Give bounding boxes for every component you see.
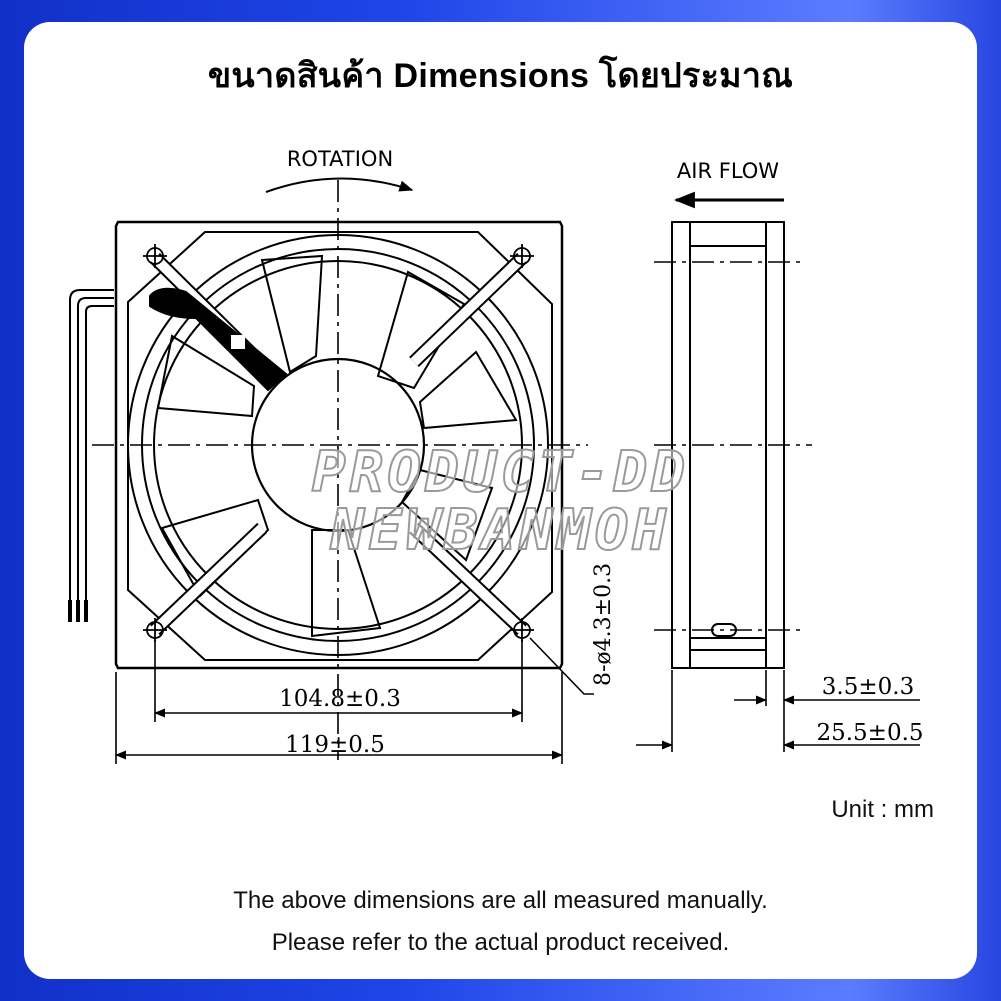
wire-channel (149, 287, 288, 392)
side-view (654, 221, 812, 669)
front-view (68, 180, 588, 760)
rotation-arrow (265, 177, 414, 193)
mounting-holes-label: 8-ø4.3±0.3 (591, 563, 616, 686)
air-flow-label: AIR FLOW (677, 159, 779, 183)
frame-thickness-label: 3.5±0.3 (822, 674, 914, 700)
footer-note-1: The above dimensions are all measured ma… (233, 887, 768, 914)
overall-width-label: 119±0.5 (285, 732, 385, 758)
watermark-line-1: PRODUCT-DD (311, 439, 690, 506)
watermark-line-2: NEWBANMOH (330, 497, 671, 564)
page-title: ขนาดสินค้า Dimensions โดยประมาณ (207, 57, 794, 95)
side-dimensions (636, 670, 920, 752)
hole-spacing-label: 104.8±0.3 (279, 686, 401, 712)
rotation-label: ROTATION (287, 147, 393, 171)
mounting-holes (143, 244, 534, 642)
footer-note-2: Please refer to the actual product recei… (271, 929, 730, 956)
overall-depth-label: 25.5±0.5 (816, 720, 923, 746)
lead-wires (68, 289, 114, 622)
front-dimensions (114, 637, 594, 764)
fan-inner-octagon (127, 231, 553, 661)
content-card (24, 22, 977, 979)
unit-note: Unit : mm (831, 796, 934, 823)
center-lines (92, 180, 588, 760)
